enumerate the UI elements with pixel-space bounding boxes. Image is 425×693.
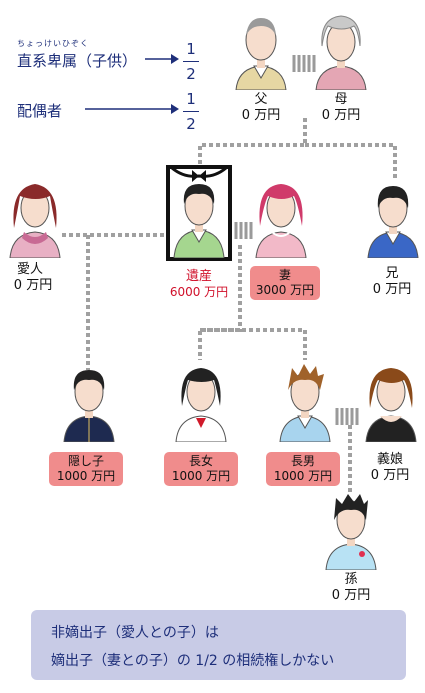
father-amount: 0 万円 [241,108,281,123]
mother-amount: 0 万円 [321,108,361,123]
mother-avatar [315,15,367,90]
legend-spouse-fraction: 1 2 [183,90,199,133]
legend-descendants-label: 直系卑属（子供） [17,52,138,70]
grandchild-amount: 0 万円 [331,588,371,603]
legend-ruby: ちょっけいひぞく [17,39,89,48]
fraction-numerator: 1 [186,90,196,108]
fraction-denominator: 2 [186,115,196,133]
mistress-amount: 0 万円 [13,278,53,293]
mistress-name: 愛人 [16,262,43,277]
deceased-label: 遺産 [185,269,212,284]
mistress-avatar [9,184,61,258]
eldest-son-name: 長男 [290,454,315,468]
eldest-daughter-avatar [175,368,227,442]
eldest-son-avatar [279,364,331,442]
hidden-child-avatar [63,370,115,442]
grandchild-name: 孫 [344,572,358,587]
wife-name: 妻 [278,268,291,282]
mother-name: 母 [334,92,348,107]
daughter-in-law-avatar [365,368,417,442]
estate-amount: 6000 万円 [169,285,229,299]
eldest-daughter-name: 長女 [188,454,213,468]
deceased-avatar [171,166,227,258]
eldest-son-tag: 長男 1000 万円 [266,452,340,486]
eldest-daughter-amount: 1000 万円 [171,469,231,483]
fraction-denominator: 2 [186,65,196,83]
brother-name: 兄 [385,266,399,281]
legend-descendants-fraction: 1 2 [183,40,199,83]
note-line-1: 非嫡出子（愛人との子）は [51,625,219,641]
daughter-in-law-name: 義娘 [376,452,403,467]
eldest-daughter-tag: 長女 1000 万円 [164,452,238,486]
brother-amount: 0 万円 [372,282,412,297]
wife-name-tag: 妻 3000 万円 [250,266,320,300]
eldest-son-amount: 1000 万円 [273,469,333,483]
father-name: 父 [254,92,268,107]
daughter-in-law-amount: 0 万円 [370,468,410,483]
note-box: 非嫡出子（愛人との子）は 嫡出子（妻との子）の 1/2 の相続権しかない [31,610,406,680]
legend-spouse-label: 配偶者 [17,102,63,120]
brother-avatar [367,186,419,258]
wife-avatar [255,184,307,258]
hidden-child-amount: 1000 万円 [56,469,116,483]
hidden-child-name: 隠し子 [67,454,104,468]
grandchild-avatar [325,494,377,570]
wife-amount: 3000 万円 [255,283,315,297]
hidden-child-tag: 隠し子 1000 万円 [49,452,123,486]
arrow-right-icon [85,104,179,114]
father-avatar [235,18,287,90]
arrow-right-icon [145,54,179,64]
fraction-numerator: 1 [186,40,196,58]
note-line-2: 嫡出子（妻との子）の 1/2 の相続権しかない [51,653,335,669]
